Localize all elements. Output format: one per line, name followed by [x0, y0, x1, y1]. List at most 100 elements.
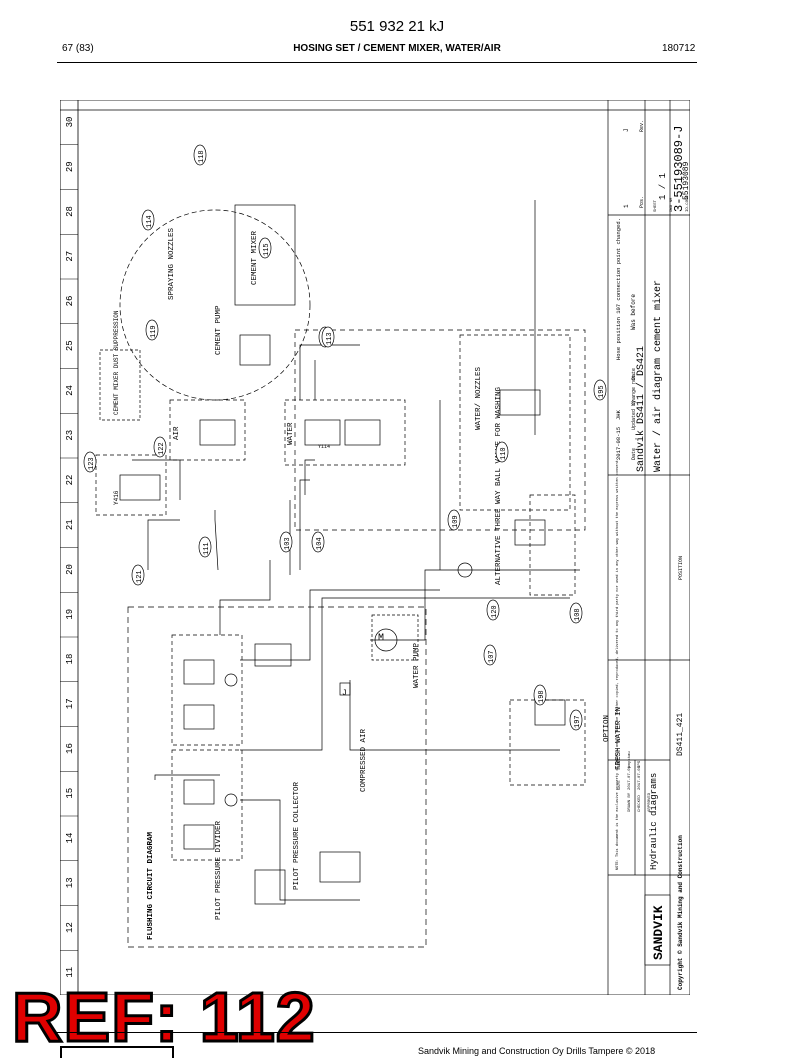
svg-text:119: 119 [150, 325, 158, 338]
dwg-label: DWG NR [670, 197, 674, 212]
ref-bubble-115: 115 [258, 237, 272, 259]
sandvik-logo-box [644, 894, 671, 966]
flushing-circuit-box [127, 606, 427, 948]
svg-text:110: 110 [500, 447, 508, 460]
ref-bubble-122: 122 [153, 436, 167, 458]
grid-column-13: 13 [65, 877, 75, 888]
id-code-label: ID-CODE [686, 195, 690, 212]
date2-label: Date [631, 368, 637, 380]
svg-text:121: 121 [136, 570, 144, 583]
cement-mixer-unit [234, 204, 296, 306]
svg-text:195: 195 [598, 385, 606, 398]
description-text: Water / air diagram cement mixer [652, 280, 664, 472]
sheet-value: 1 / 1 [658, 173, 668, 200]
y114-label: Y114 [318, 444, 330, 450]
ref-bubble-197: 197 [569, 709, 583, 731]
position-label: POSITION [678, 556, 684, 580]
y416-label: Y416 [113, 490, 120, 505]
drawn-by-label: DRAWN BY [628, 792, 632, 812]
grid-column-29: 29 [65, 161, 75, 172]
change-date: 2017-08-15 [615, 427, 622, 460]
spraying-nozzles-label: SPRAYING NOZZLES [168, 227, 176, 300]
header-rule [57, 62, 697, 63]
ref-bubble-198: 198 [533, 684, 547, 706]
compressed-air-label: COMPRESSED AIR [360, 728, 368, 792]
dust-suppression-box [99, 349, 141, 421]
position-value: DS411_421 [676, 713, 685, 756]
drawn-by-date: 2017-07-01 [628, 765, 632, 790]
checked-label: CHECKED [638, 795, 642, 812]
date-col-label: Date [631, 448, 637, 460]
grid-column-11: 11 [65, 967, 75, 978]
document-number: 551 932 21 kJ [349, 18, 445, 35]
ref-bubble-108: 108 [569, 602, 583, 624]
ref-bubble-118: 118 [193, 144, 207, 166]
valve-block-upper [171, 634, 243, 746]
valve-block-lower [171, 749, 243, 861]
ref-bubble-103: 103 [279, 531, 293, 553]
ref-bubble-111: 111 [198, 536, 212, 558]
pos-label: Pos. [639, 196, 645, 208]
y416-valve-box [95, 454, 167, 516]
svg-text:109: 109 [452, 515, 460, 528]
pressure-gauge-lower [224, 793, 238, 807]
grid-column-20: 20 [65, 564, 75, 575]
motor-symbol: M [378, 633, 384, 644]
footer-rule [57, 1032, 697, 1033]
air-valve-box [169, 399, 246, 461]
svg-text:111: 111 [203, 542, 211, 555]
alt-valve-label: ALTERNATIVE THREE WAY BALL VALVE FOR WAS… [495, 386, 503, 585]
ref-overlay-label: REF: 112 [11, 978, 317, 1056]
svg-text:197: 197 [574, 715, 582, 728]
water-pump-label: WATER PUMP [413, 642, 421, 688]
change-notice-label: Change not. [631, 372, 637, 405]
svg-text:107: 107 [488, 650, 496, 663]
pilot-divider-label: PILOT PRESSURE DIVIDER [215, 820, 223, 920]
grid-column-23: 23 [65, 430, 75, 441]
grid-column-15: 15 [65, 788, 75, 799]
grid-column-27: 27 [65, 251, 75, 262]
grid-column-28: 28 [65, 206, 75, 217]
ref-bubble-114: 114 [141, 209, 155, 231]
document-code: 180712 [662, 43, 696, 54]
svg-text:114: 114 [146, 215, 154, 228]
date-label: DATE [618, 780, 622, 790]
air-label: AIR [173, 426, 181, 440]
svg-text:118: 118 [198, 150, 206, 163]
section-title: HOSING SET / CEMENT MIXER, WATER/AIR [293, 43, 501, 54]
ref-bubble-107: 107 [483, 644, 497, 666]
water-nozzles-box [459, 334, 571, 511]
cement-mixer-label: CEMENT MIXER [251, 230, 259, 285]
grid-column-16: 16 [65, 743, 75, 754]
sheet-label: SHEET [654, 199, 658, 212]
checked-date: 2017-07-05 [638, 765, 642, 790]
pilot-collector-label: PILOT PRESSURE COLLECTOR [293, 781, 301, 890]
drawn-by-name: pmykkau [627, 751, 632, 768]
water-valve-box [284, 399, 406, 466]
grid-column-17: 17 [65, 698, 75, 709]
id-code: 55193089 [682, 161, 690, 200]
spraying-nozzles-ring [119, 209, 311, 401]
page-number: 67 (83) [62, 43, 94, 54]
ref-bubble-121: 121 [131, 564, 145, 586]
sandvik-logo: SANDVIK [651, 905, 666, 960]
svg-text:115: 115 [263, 243, 271, 256]
copyright-text: Copyright © Sandvik Mining and Construct… [677, 835, 684, 990]
rev-value: J [623, 128, 630, 132]
alt-valve-symbol [457, 562, 473, 578]
fresh-water-label: FRESH WATER IN [615, 707, 623, 770]
ref-bubble-109: 109 [447, 509, 461, 531]
grid-column-30: 30 [65, 117, 75, 128]
pressure-gauge-upper [224, 673, 238, 687]
svg-text:113: 113 [326, 332, 334, 345]
ref-bubble-119: 119 [145, 319, 159, 341]
grid-column-26: 26 [65, 296, 75, 307]
svg-text:122: 122 [158, 442, 166, 455]
svg-text:123: 123 [88, 457, 96, 470]
ref-bubble-123: 123 [83, 451, 97, 473]
svg-text:104: 104 [316, 537, 324, 550]
approved-label: APPROVED [648, 792, 652, 812]
footer-text: Sandvik Mining and Construction Oy Drill… [418, 1046, 656, 1056]
water-nozzles-label: WATER/ NOZZLES [475, 366, 483, 430]
